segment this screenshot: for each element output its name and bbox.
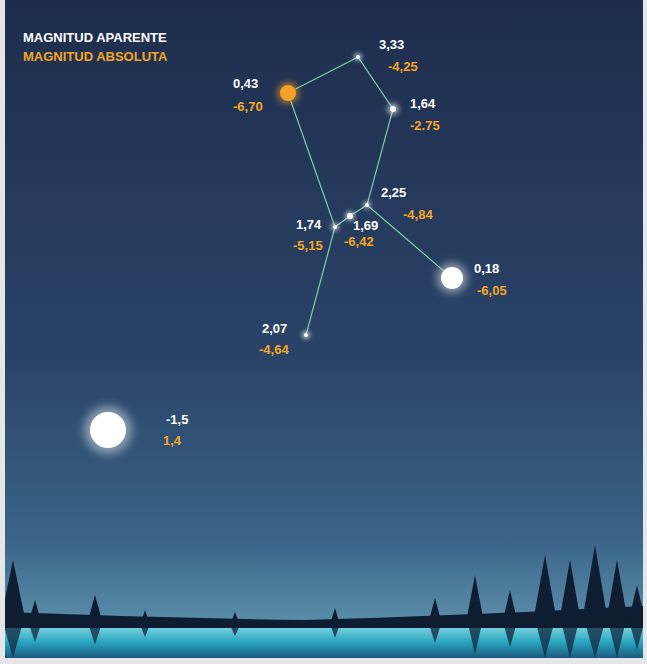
constellation-line xyxy=(337,218,348,226)
absolute-magnitude: -6,70 xyxy=(233,99,263,114)
star: -1,51,4 xyxy=(90,412,126,448)
legend-text: MAGNITUD APARENTE xyxy=(23,30,167,45)
star: 2,07-4,64 xyxy=(304,333,308,337)
legend-text: MAGNITUD ABSOLUTA xyxy=(23,49,167,64)
star: 1,64-2.75 xyxy=(390,106,396,112)
constellation-line xyxy=(359,59,391,107)
night-sky: 3,33-4,250,43-6,701,64-2.752,25-4,841,69… xyxy=(5,0,643,658)
absolute-magnitude: -6,05 xyxy=(477,283,507,298)
apparent-magnitude: 2,07 xyxy=(262,321,287,336)
absolute-magnitude: 1,4 xyxy=(163,433,181,448)
star: 1,69-6,42 xyxy=(347,213,353,219)
constellation-lines xyxy=(5,0,643,658)
constellation-line xyxy=(295,58,356,89)
apparent-magnitude: 0,43 xyxy=(233,76,258,91)
apparent-magnitude: 1,69 xyxy=(353,218,378,233)
apparent-magnitude: 2,25 xyxy=(381,185,406,200)
absolute-magnitude: -4,64 xyxy=(259,342,289,357)
constellation-line xyxy=(291,101,335,226)
apparent-magnitude: 1,64 xyxy=(410,96,435,111)
sky-background xyxy=(5,0,643,658)
absolute-magnitude: -2.75 xyxy=(410,118,440,133)
legend-entry: MAGNITUD ABSOLUTA xyxy=(23,47,167,66)
apparent-magnitude: -1,5 xyxy=(166,412,188,427)
apparent-magnitude: 3,33 xyxy=(379,37,404,52)
star: 2,25-4,84 xyxy=(365,203,369,207)
constellation-line xyxy=(353,206,366,214)
apparent-magnitude: 1,74 xyxy=(296,217,321,232)
absolute-magnitude: -4,25 xyxy=(388,59,418,74)
absolute-magnitude: -5,15 xyxy=(293,238,323,253)
absolute-magnitude: -6,42 xyxy=(344,234,374,249)
star: 3,33-4,25 xyxy=(356,55,360,59)
absolute-magnitude: -4,84 xyxy=(403,207,433,222)
constellation-line xyxy=(369,206,444,271)
star: 1,74-5,15 xyxy=(333,225,337,229)
star: 0,18-6,05 xyxy=(441,267,463,289)
apparent-magnitude: 0,18 xyxy=(474,261,499,276)
legend-entry: MAGNITUD APARENTE xyxy=(23,28,167,47)
star: 0,43-6,70 xyxy=(280,85,296,101)
